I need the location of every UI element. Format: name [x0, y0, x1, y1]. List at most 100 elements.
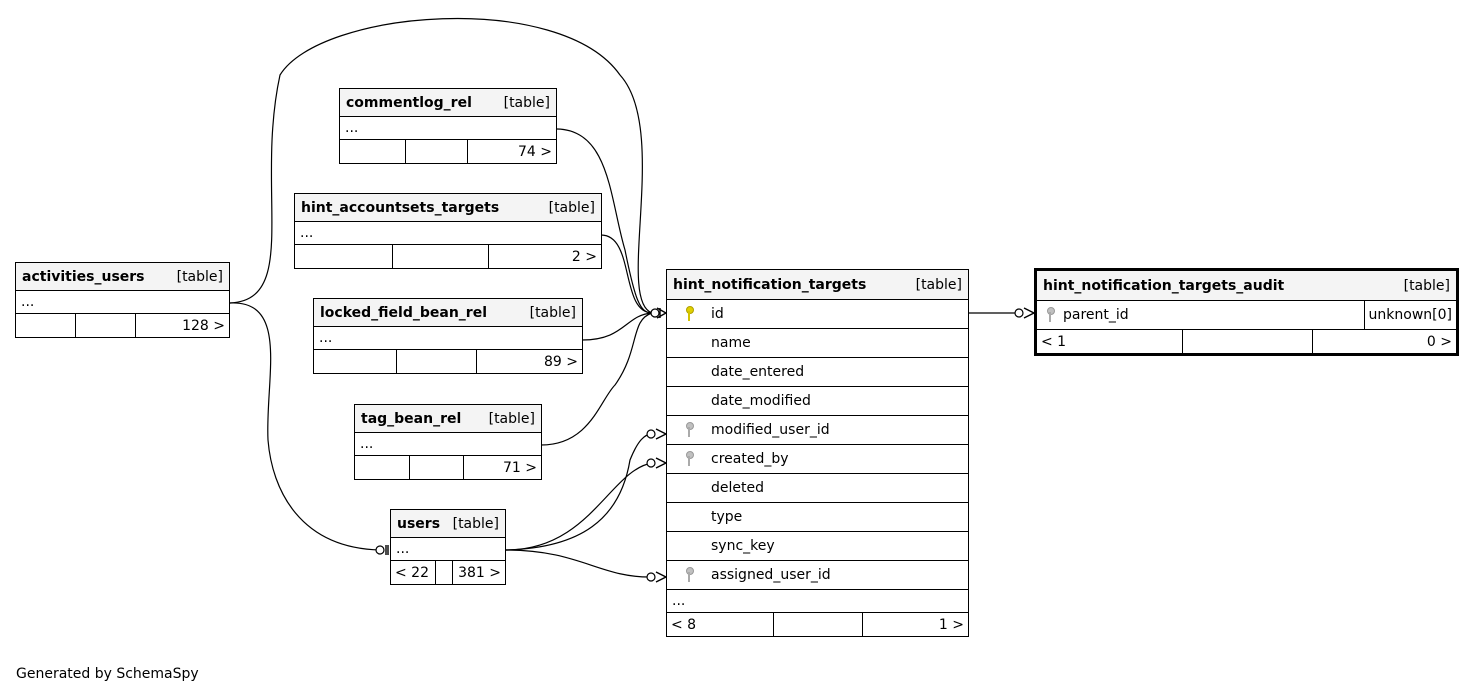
table-name: locked_field_bean_rel	[320, 304, 487, 321]
column-name: parent_id	[1063, 307, 1129, 323]
edge-activities-users-to-users	[229, 302, 381, 551]
parents-count: < 22	[391, 561, 436, 584]
footer-spacer	[1183, 330, 1313, 353]
table-locked-field-bean-rel[interactable]: locked_field_bean_rel[table] ... 89 >	[313, 298, 583, 374]
column-row[interactable]: date_entered	[667, 358, 968, 387]
parents-count	[355, 456, 410, 479]
parents-count	[16, 314, 76, 337]
crows-foot	[655, 428, 668, 440]
table-name: hint_notification_targets	[673, 276, 867, 293]
zero-many-marker	[1014, 308, 1024, 318]
footer-spacer	[76, 314, 136, 337]
table-name: users	[397, 515, 441, 532]
column-row[interactable]: created_by	[667, 445, 968, 474]
table-name: commentlog_rel	[346, 94, 472, 111]
edge-activities-users-to-id	[229, 17, 653, 314]
table-type: [table]	[915, 276, 962, 293]
foreign-key-icon	[1046, 307, 1055, 323]
table-hint-notification-targets-audit[interactable]: hint_notification_targets_audit [table] p…	[1034, 268, 1459, 356]
crows-foot	[655, 571, 668, 583]
one-bar	[385, 545, 389, 555]
table-type: [table]	[503, 94, 550, 111]
column-row[interactable]: parent_id unknown[0]	[1037, 301, 1456, 330]
parents-count	[295, 245, 393, 268]
footer-spacer	[397, 350, 477, 373]
children-count: 2 >	[571, 248, 597, 265]
column-name: date_modified	[711, 393, 811, 409]
edge-users-to-created-by	[505, 462, 653, 551]
footer-spacer	[774, 613, 863, 636]
columns-ellipsis: ...	[355, 433, 541, 456]
column-name: date_entered	[711, 364, 805, 380]
parents-count: < 8	[667, 613, 774, 636]
table-name: activities_users	[22, 268, 145, 285]
column-row[interactable]: type	[667, 503, 968, 532]
parents-count: < 1	[1037, 330, 1183, 353]
crows-foot	[1023, 307, 1036, 319]
table-name: tag_bean_rel	[361, 410, 462, 427]
table-type: [table]	[529, 304, 576, 321]
parents-count	[314, 350, 397, 373]
table-activities-users[interactable]: activities_users [table] ... 128 >	[15, 262, 230, 338]
table-users[interactable]: users [table] ... < 22 381 >	[390, 509, 506, 585]
zero-many-marker	[646, 572, 656, 582]
table-type: [table]	[548, 199, 595, 216]
column-row[interactable]: deleted	[667, 474, 968, 503]
columns-ellipsis: ...	[16, 291, 229, 314]
edge-users-to-modified-user-id	[505, 433, 653, 551]
parents-count	[340, 140, 406, 163]
table-type: [table]	[488, 410, 535, 427]
edge-commentlog-rel-to-id	[556, 128, 653, 314]
column-name: name	[711, 335, 751, 351]
children-count: 1 >	[938, 616, 964, 633]
columns-ellipsis: ...	[314, 327, 582, 350]
crows-foot	[655, 457, 668, 469]
column-row[interactable]: sync_key	[667, 532, 968, 561]
table-type: [table]	[452, 515, 499, 532]
column-row[interactable]: id	[667, 300, 968, 329]
table-type: [table]	[1403, 277, 1450, 294]
column-name: sync_key	[711, 538, 775, 554]
primary-key-icon	[685, 306, 694, 322]
footer-spacer	[393, 245, 489, 268]
generated-by-label: Generated by SchemaSpy	[16, 666, 199, 682]
children-count: 381 >	[458, 564, 501, 581]
zero-many-marker	[646, 458, 656, 468]
foreign-key-icon	[685, 451, 694, 467]
children-count: 71 >	[503, 459, 537, 476]
columns-ellipsis: ...	[295, 222, 601, 245]
column-row[interactable]: date_modified	[667, 387, 968, 416]
column-row[interactable]: name	[667, 329, 968, 358]
table-name: hint_accountsets_targets	[301, 199, 500, 216]
footer-spacer	[410, 456, 464, 479]
column-row[interactable]: assigned_user_id	[667, 561, 968, 590]
column-row[interactable]: modified_user_id	[667, 416, 968, 445]
table-tag-bean-rel[interactable]: tag_bean_rel [table] ... 71 >	[354, 404, 542, 480]
edge-locked-field-bean-rel-to-id	[581, 312, 653, 341]
zero-many-marker	[646, 429, 656, 439]
zero-one-marker	[375, 545, 385, 555]
children-count: 74 >	[518, 143, 552, 160]
table-type: [table]	[176, 268, 223, 285]
columns-ellipsis: ...	[340, 117, 556, 140]
foreign-key-icon	[685, 567, 694, 583]
column-name: assigned_user_id	[711, 567, 831, 583]
column-type: unknown[0]	[1363, 301, 1456, 329]
zero-many-marker	[650, 308, 660, 318]
edge-hint-accountsets-targets-to-id	[600, 234, 653, 314]
column-name: type	[711, 509, 743, 525]
column-name: id	[711, 306, 724, 322]
columns-ellipsis: ...	[667, 590, 968, 613]
edge-tag-bean-rel-to-id	[540, 312, 653, 446]
footer-spacer	[436, 561, 453, 584]
table-hint-notification-targets[interactable]: hint_notification_targets [table] id name…	[666, 269, 969, 637]
foreign-key-icon	[685, 422, 694, 438]
table-hint-accountsets-targets[interactable]: hint_accountsets_targets [table] ... 2 >	[294, 193, 602, 269]
columns-ellipsis: ...	[391, 538, 505, 561]
column-name: created_by	[711, 451, 789, 467]
children-count: 128 >	[182, 317, 225, 334]
edge-users-to-assigned-user-id	[505, 549, 653, 578]
table-name: hint_notification_targets_audit	[1043, 277, 1285, 294]
table-commentlog-rel[interactable]: commentlog_rel [table] ... 74 >	[339, 88, 557, 164]
